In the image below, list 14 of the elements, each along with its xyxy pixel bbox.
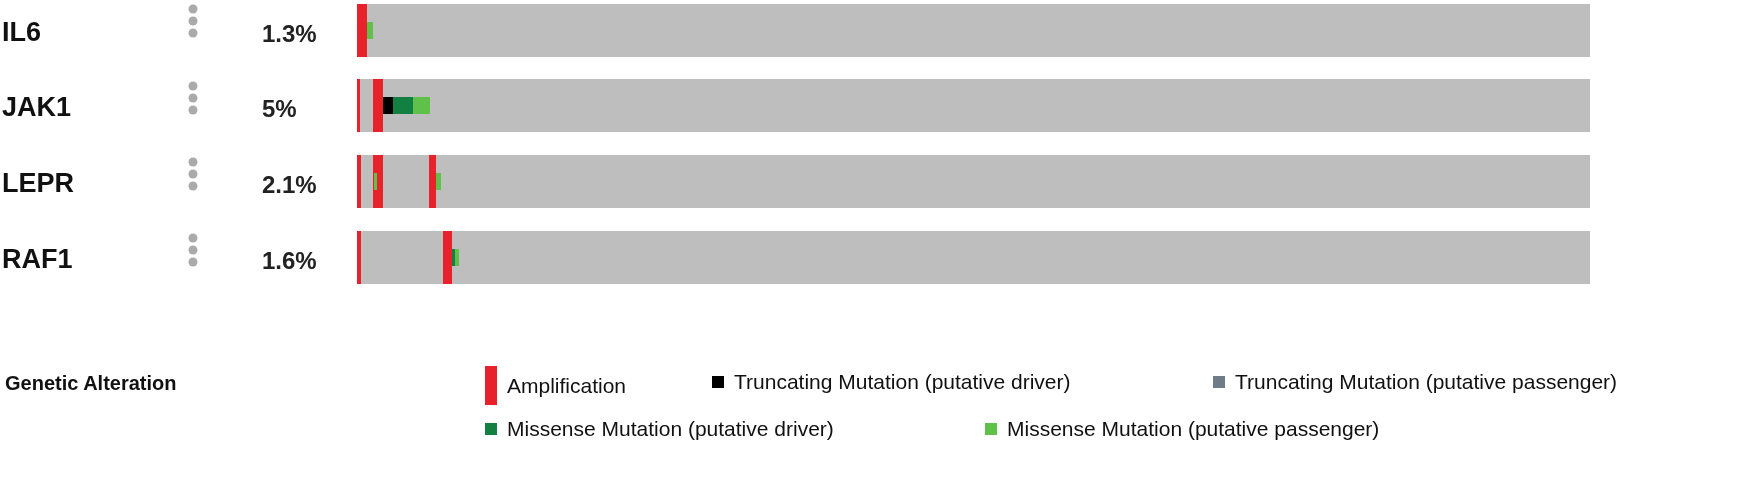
gene-label: JAK1 [2, 92, 72, 122]
percentage-label: 1.6% [262, 246, 317, 276]
percentage-label: 5% [262, 94, 297, 124]
percentage-label: 1.3% [262, 19, 317, 49]
gene-label: RAF1 [2, 244, 73, 274]
gene-label: LEPR [2, 168, 74, 198]
legend-label: Truncating Mutation (putative passenger) [1235, 370, 1618, 394]
legend-label: Truncating Mutation (putative driver) [734, 370, 1071, 394]
percentage-label: 2.1% [262, 170, 317, 200]
legend-title: Genetic Alteration [5, 372, 177, 395]
legend-label: Amplification [507, 373, 627, 398]
legend-label: Missense Mutation (putative passenger) [1007, 417, 1380, 441]
gene-label: IL6 [2, 17, 41, 47]
legend-label: Missense Mutation (putative driver) [507, 417, 834, 441]
